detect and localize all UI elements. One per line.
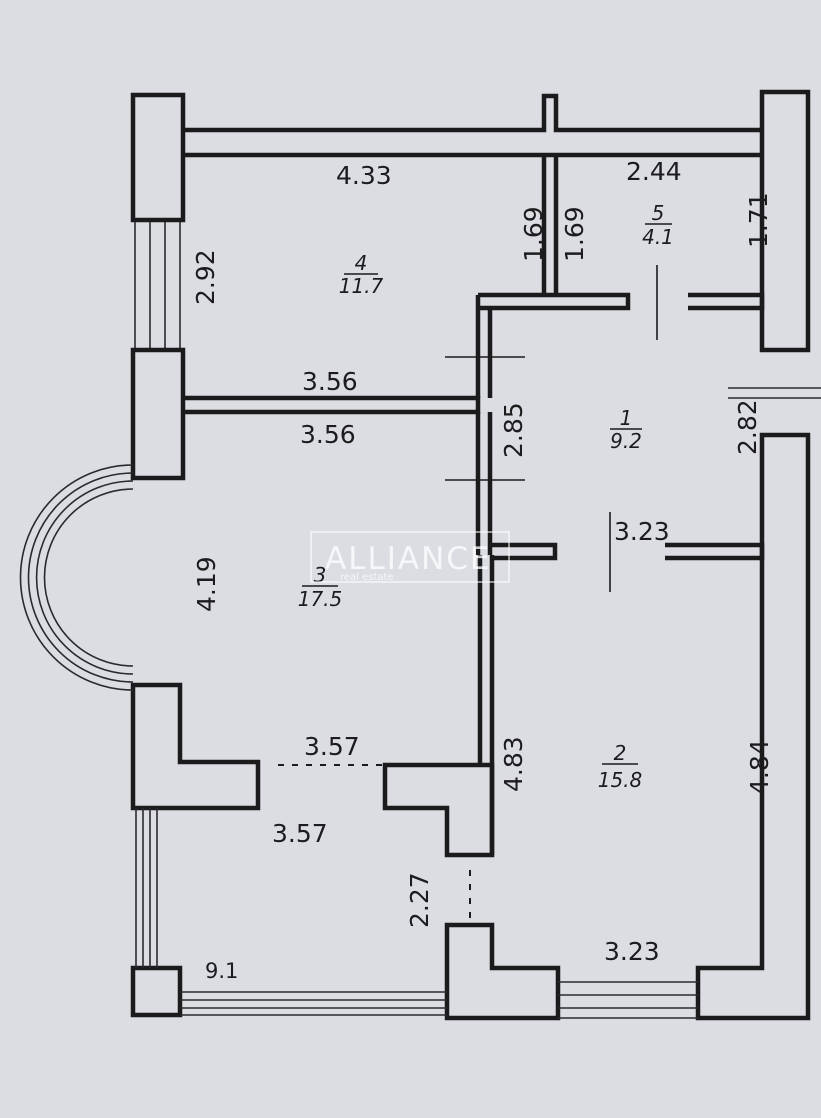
top-right-pillar <box>759 89 811 353</box>
dim-room1-left: 2.85 <box>499 402 528 458</box>
dim-room1-bottom: 3.23 <box>614 517 670 546</box>
partition-4-3 <box>183 395 481 415</box>
left-middle-pillar <box>130 347 186 481</box>
bottom-right-window <box>558 981 698 1019</box>
bottom-long-window <box>180 991 447 1016</box>
dimension-marks <box>278 265 658 918</box>
top-outer-wall <box>183 93 762 133</box>
corridor-wall <box>475 295 493 555</box>
right-door-opening <box>728 387 821 399</box>
room-2-label: 2 15.8 <box>598 741 643 792</box>
dim-room3-bottom: 3.57 <box>304 732 360 761</box>
center-pillar <box>382 762 495 858</box>
bay-window <box>19 464 134 691</box>
dim-partition-bottom: 3.56 <box>300 420 356 449</box>
room-5-label: 5 4.1 <box>642 201 674 249</box>
bottom-center-pillar <box>444 922 561 1021</box>
dim-bottom-right: 3.23 <box>604 937 660 966</box>
walls <box>19 89 821 1021</box>
watermark-brand: ALLIANCE <box>325 541 492 577</box>
wall-4-5 <box>541 155 559 295</box>
left-lower-pillar <box>130 682 261 811</box>
dim-room4-right: 1.69 <box>519 206 548 262</box>
dim-room1-right: 2.82 <box>733 399 762 455</box>
room-labels: 4 11.7 5 4.1 1 9.2 3 17.5 2 15.8 <box>298 201 674 792</box>
room-4-label: 4 11.7 <box>339 251 384 298</box>
svg-text:2: 2 <box>614 741 627 765</box>
dim-room5-right: 1.71 <box>744 192 773 248</box>
svg-text:9.2: 9.2 <box>610 429 642 453</box>
svg-text:11.7: 11.7 <box>339 274 384 298</box>
dim-room3-left: 4.19 <box>192 556 221 612</box>
dim-opening: 2.27 <box>405 872 434 928</box>
svg-text:17.5: 17.5 <box>298 587 343 611</box>
svg-text:5: 5 <box>652 201 665 225</box>
left-upper-window <box>134 222 181 350</box>
watermark: ALLIANCE real estate <box>310 531 510 583</box>
wall-1-2 <box>490 542 765 561</box>
dim-room5-top: 2.44 <box>626 157 682 186</box>
dim-bottom-left: 9.1 <box>205 959 238 983</box>
dimension-labels: 4.33 2.44 2.92 1.69 1.69 1.71 3.56 3.56 … <box>191 157 774 983</box>
svg-text:4: 4 <box>355 251 368 275</box>
svg-text:3: 3 <box>314 563 327 587</box>
svg-text:4.1: 4.1 <box>642 225 674 249</box>
room5-bottom-wall <box>478 292 765 311</box>
svg-text:1: 1 <box>620 406 633 430</box>
bottom-left-pillar <box>130 965 183 1018</box>
dim-room2-left: 4.83 <box>499 736 528 792</box>
watermark-tagline: real estate <box>340 572 394 583</box>
room-3-label: 3 17.5 <box>298 563 343 611</box>
dim-hall-width: 3.57 <box>272 819 328 848</box>
top-left-pillar <box>130 92 186 223</box>
left-lower-window <box>135 808 158 968</box>
dim-partition-top: 3.56 <box>302 367 358 396</box>
room-1-label: 1 9.2 <box>610 406 642 453</box>
dim-room5-left: 1.69 <box>560 206 589 262</box>
svg-text:15.8: 15.8 <box>598 768 643 792</box>
right-lower-wall <box>695 432 811 1021</box>
dim-room4-left: 2.92 <box>191 249 220 305</box>
dim-room4-top: 4.33 <box>336 161 392 190</box>
dim-room2-right: 4.84 <box>745 739 774 795</box>
